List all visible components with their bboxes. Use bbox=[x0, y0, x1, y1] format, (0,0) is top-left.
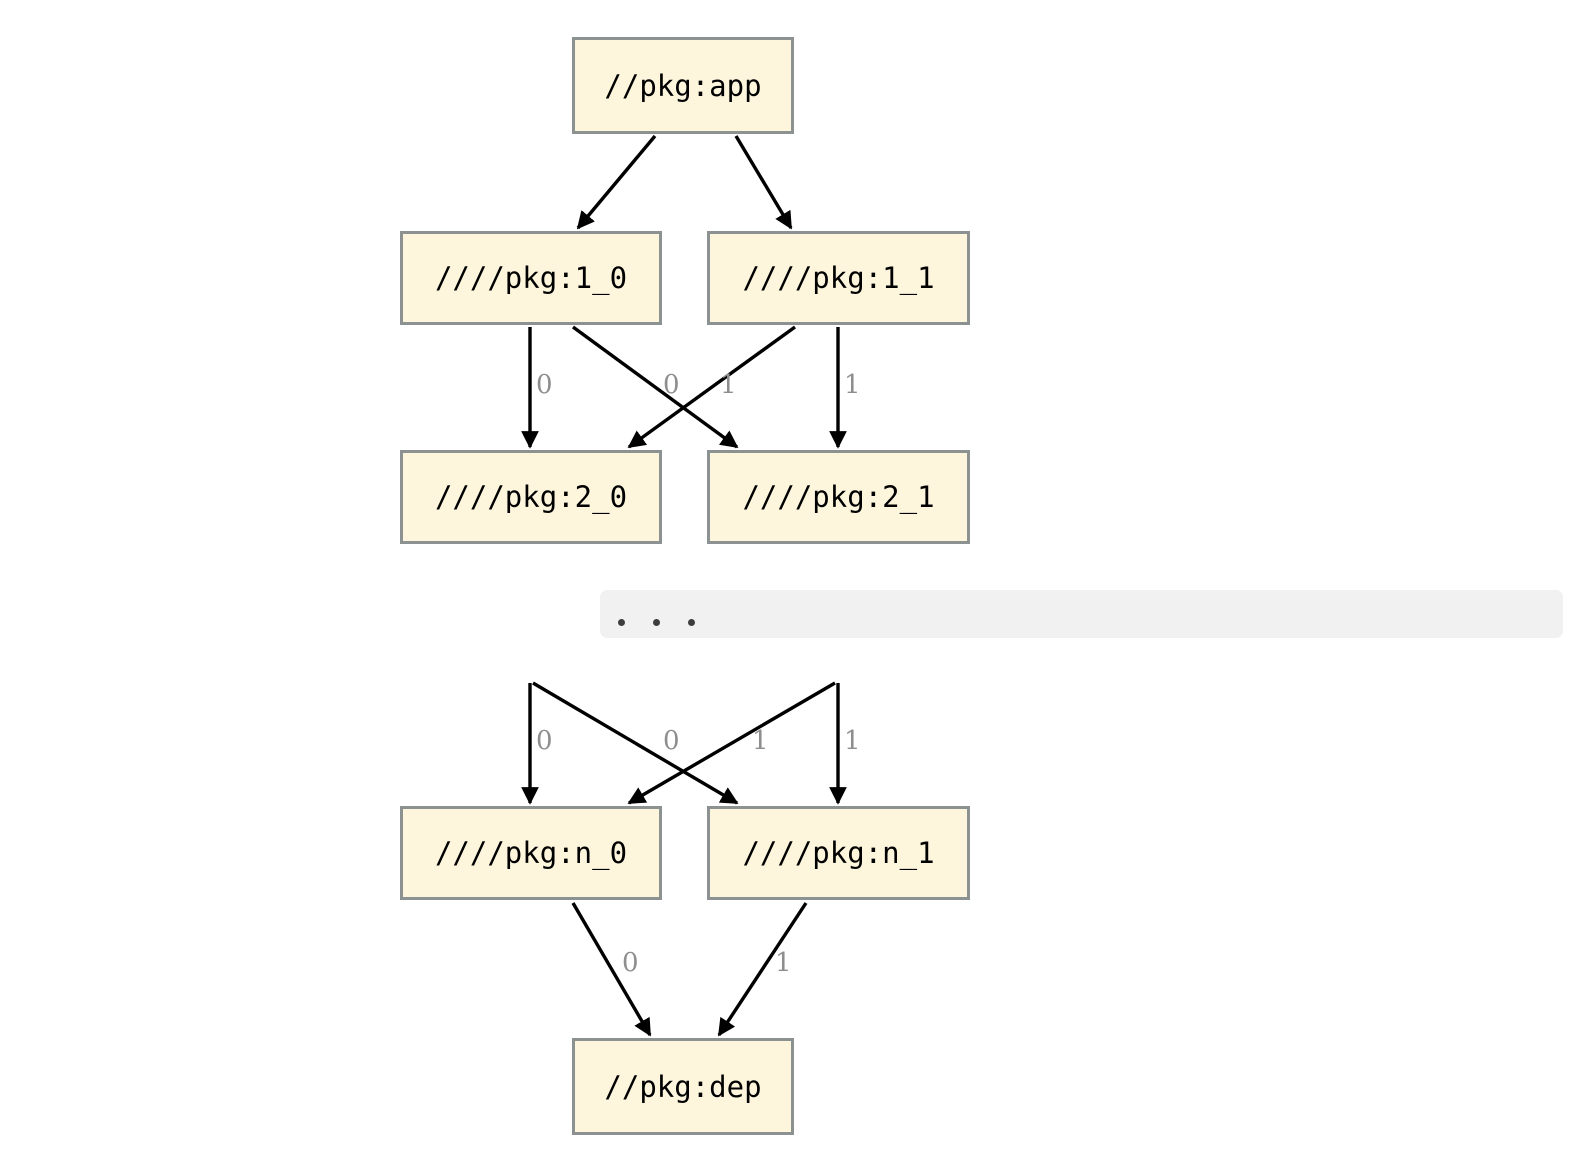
edge-label-above-to-n_1b: 1 bbox=[844, 726, 861, 756]
node-label: //pkg:app bbox=[604, 68, 762, 103]
node-ln_1[interactable]: ////pkg:n_1 bbox=[707, 806, 970, 900]
edge-app-to-1_0 bbox=[576, 134, 657, 230]
node-label: ////pkg:1_1 bbox=[742, 261, 935, 295]
node-label: ////pkg:1_0 bbox=[434, 261, 628, 295]
edge-label-n_0-to-dep: 0 bbox=[622, 948, 639, 978]
node-l2_0[interactable]: ////pkg:2_0 bbox=[400, 450, 662, 544]
node-app[interactable]: //pkg:app bbox=[572, 37, 794, 134]
ellipsis-dot bbox=[618, 619, 625, 626]
edge-label-1_0-to-2_0: 0 bbox=[536, 370, 553, 400]
edge-label-above-to-n_0b: 1 bbox=[752, 726, 769, 756]
node-l1_1[interactable]: ////pkg:1_1 bbox=[707, 231, 970, 325]
node-dep[interactable]: //pkg:dep bbox=[572, 1038, 794, 1135]
ellipsis-separator-band: ... bbox=[600, 590, 1563, 638]
node-label: ////pkg:n_1 bbox=[742, 836, 935, 870]
node-label: //pkg:dep bbox=[604, 1069, 762, 1104]
edge-label-above-to-n_1: 0 bbox=[663, 726, 680, 756]
edge-label-above-to-n_0: 0 bbox=[536, 726, 553, 756]
edge-1_0-to-2_1 bbox=[571, 325, 739, 449]
ellipsis-dot bbox=[688, 619, 695, 626]
edge-label-1_1-to-2_0: 1 bbox=[720, 370, 737, 400]
node-label: ////pkg:n_0 bbox=[434, 836, 628, 870]
ellipsis-dots bbox=[618, 619, 695, 626]
edge-n_1-to-dep bbox=[717, 902, 808, 1037]
node-l1_0[interactable]: ////pkg:1_0 bbox=[400, 231, 662, 325]
edge-label-n_1-to-dep: 1 bbox=[775, 948, 792, 978]
edges-group bbox=[521, 134, 847, 1037]
node-l2_1[interactable]: ////pkg:2_1 bbox=[707, 450, 970, 544]
edge-app-to-1_1 bbox=[734, 135, 793, 230]
edge-above-to-n_1 bbox=[532, 681, 739, 805]
node-label: ////pkg:2_1 bbox=[742, 480, 935, 514]
edge-above-to-n_0b bbox=[627, 681, 836, 805]
edge-label-1_0-to-2_1: 0 bbox=[663, 370, 680, 400]
ellipsis-dot bbox=[653, 619, 660, 626]
node-ln_0[interactable]: ////pkg:n_0 bbox=[400, 806, 662, 900]
edge-label-1_1-to-2_1: 1 bbox=[844, 370, 861, 400]
edge-1_1-to-2_0 bbox=[627, 325, 796, 449]
node-label: ////pkg:2_0 bbox=[434, 480, 628, 514]
edge-n_0-to-dep bbox=[571, 902, 652, 1037]
